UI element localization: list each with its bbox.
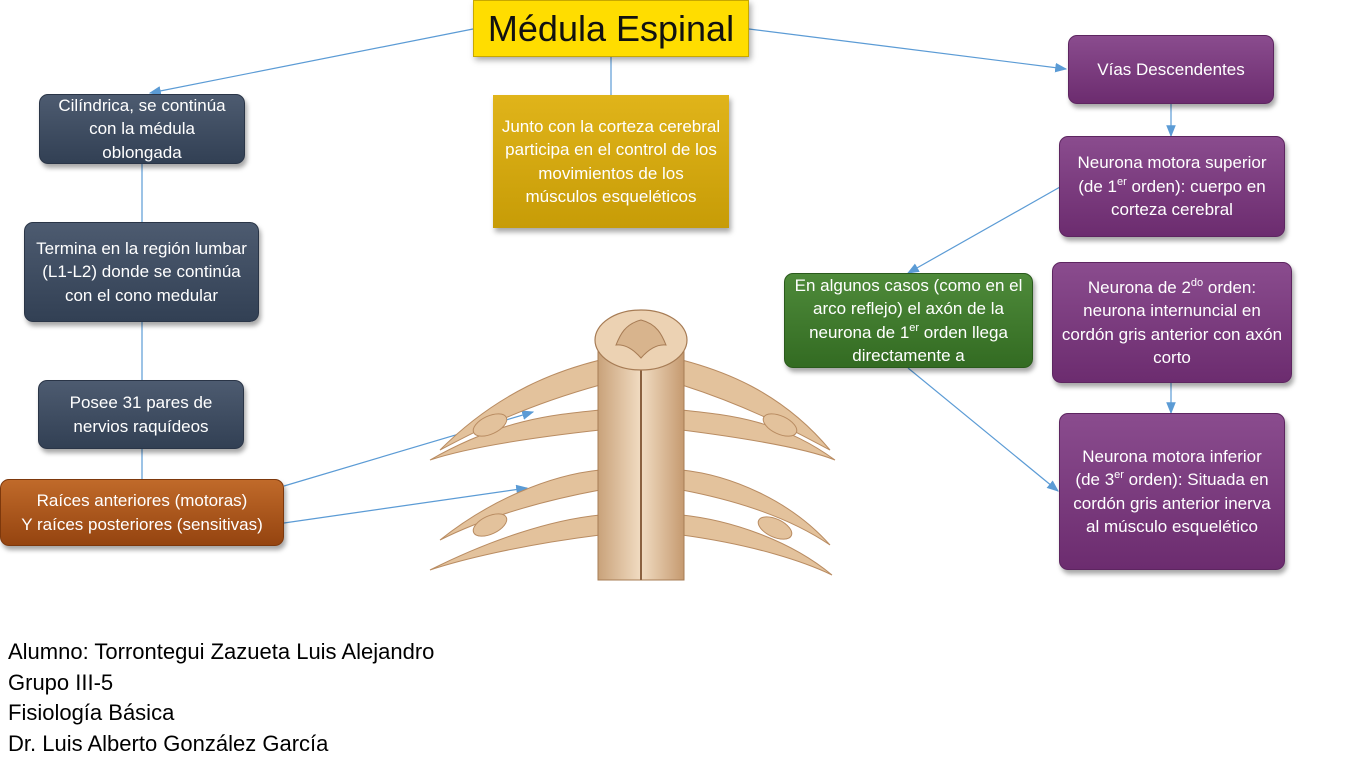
neurona3-sup: er	[1114, 469, 1124, 481]
neurona2-sup: do	[1190, 276, 1204, 289]
nerve-roots-right	[681, 359, 836, 576]
neurona3-text-end: orden): Situada en cordón gris anterior …	[1073, 470, 1271, 536]
box-junto-corteza: Junto con la corteza cerebral participa …	[493, 95, 729, 228]
nerve-roots-left	[429, 359, 601, 571]
spinal-cord-illustration	[429, 309, 836, 581]
neurona2-text: Neurona de 2	[1087, 277, 1191, 297]
box-raices: Raíces anteriores (motoras) Y raíces pos…	[0, 479, 284, 546]
neurona3-text: Neurona motora inferior (de 3	[1075, 446, 1262, 490]
box-neurona-motora-superior: Neurona motora superior (de 1er orden): …	[1059, 136, 1285, 237]
connector-neurona1-green	[906, 186, 1061, 274]
box-vias-descendentes: Vías Descendentes	[1068, 35, 1274, 104]
neurona2-text-end: orden: neurona internuncial en cordón gr…	[1061, 277, 1283, 368]
page-title: Médula Espinal	[473, 0, 749, 57]
footer-profesor: Dr. Luis Alberto González García	[8, 731, 329, 757]
neurona1-sup: er	[1117, 175, 1127, 188]
connector-title-right	[748, 28, 1068, 73]
green-text: En algunos casos (como en el arco reflej…	[794, 275, 1023, 342]
green-sup: er	[909, 321, 920, 334]
raices-line-2: Y raíces posteriores (sensitivas)	[21, 514, 263, 534]
author-info: Alumno: Torrontegui Zazueta Luis Alejand…	[8, 637, 434, 760]
green-text-end: orden llega directamente a	[852, 322, 1008, 366]
connector-title-left	[148, 28, 474, 96]
neurona1-text: Neurona motora superior (de 1	[1077, 153, 1267, 196]
box-arco-reflejo: En algunos casos (como en el arco reflej…	[784, 273, 1033, 368]
raices-line-1: Raíces anteriores (motoras)	[36, 491, 248, 510]
neurona1-text-end: orden): cuerpo en corteza cerebral	[1111, 176, 1266, 220]
connector-green-neurona3	[907, 367, 1059, 492]
box-31-pares-nervios: Posee 31 pares de nervios raquídeos	[38, 380, 244, 449]
footer-grupo: Grupo III-5	[8, 669, 114, 695]
box-termina-region-lumbar: Termina en la región lumbar (L1-L2) dond…	[24, 222, 259, 322]
box-neurona-segundo-orden: Neurona de 2do orden: neurona internunci…	[1052, 262, 1292, 383]
connector-orange-lower	[283, 484, 529, 524]
box-neurona-motora-inferior: Neurona motora inferior (de 3er orden): …	[1059, 413, 1285, 570]
footer-alumno: Alumno: Torrontegui Zazueta Luis Alejand…	[8, 639, 435, 664]
footer-materia: Fisiología Básica	[8, 700, 175, 726]
box-cilindrica: Cilíndrica, se continúa con la médula ob…	[39, 94, 245, 164]
